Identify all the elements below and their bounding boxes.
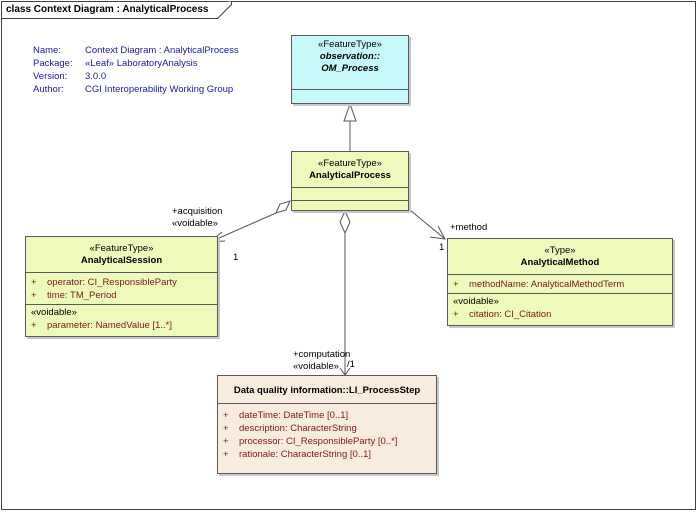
- class-attributes-section: [292, 187, 408, 200]
- voidable-stereotype-label: «voidable»: [31, 307, 77, 318]
- note-key: Author:: [33, 84, 64, 95]
- class-stereotype: «FeatureType»: [318, 158, 382, 169]
- diagram-notes: Name: Context Diagram : AnalyticalProcess…: [33, 44, 239, 96]
- class-analytical-process[interactable]: «FeatureType» AnalyticalProcess: [291, 151, 409, 211]
- class-operations-section: [292, 200, 408, 211]
- attribute-row: +operator: CI_ResponsibleParty: [31, 277, 177, 288]
- class-header: «FeatureType» observation:: OM_Process: [292, 36, 408, 89]
- generalization-arrowhead: [343, 102, 357, 122]
- note-row-author: Author: CGI Interoperability Working Grou…: [33, 83, 239, 96]
- attribute-row: +parameter: NamedValue [1..*]: [31, 320, 172, 331]
- class-header: «FeatureType» AnalyticalSession: [26, 237, 217, 272]
- note-key: Package:: [33, 58, 73, 69]
- method-role-label: +method: [450, 222, 488, 233]
- note-value: CGI Interoperability Working Group: [85, 84, 234, 95]
- diagram-title: class Context Diagram : AnalyticalProces…: [6, 4, 209, 15]
- class-name: AnalyticalSession: [80, 255, 163, 266]
- note-key: Version:: [33, 71, 68, 82]
- class-header: «FeatureType» AnalyticalProcess: [292, 152, 408, 187]
- computation-stereotype-label: «voidable»: [293, 361, 339, 372]
- class-header: «Type» AnalyticalMethod: [448, 239, 672, 274]
- computation-role-label: +computation: [293, 349, 351, 360]
- computation-aggregation-diamond: [339, 209, 351, 235]
- acquisition-stereotype-label: «voidable»: [172, 218, 218, 229]
- acquisition-multiplicity-label: 1: [233, 252, 239, 263]
- note-value: Context Diagram : AnalyticalProcess: [85, 45, 239, 56]
- class-voidable-section: «voidable» +parameter: NamedValue [1..*]: [26, 304, 217, 332]
- class-stereotype: «Type»: [544, 245, 576, 256]
- class-attributes-section: [292, 89, 408, 107]
- computation-multiplicity-label: /1: [347, 359, 355, 370]
- class-attributes-section: +operator: CI_ResponsibleParty +time: TM…: [26, 272, 217, 304]
- class-voidable-section: «voidable» +citation: CI_Citation: [448, 293, 672, 321]
- acquisition-aggregation-diamond: [275, 200, 291, 214]
- class-analytical-method[interactable]: «Type» AnalyticalMethod +methodName: Ana…: [447, 238, 673, 326]
- attribute-row: +rationale: CharacterString [0..1]: [223, 449, 372, 460]
- method-multiplicity-label: 1: [439, 242, 445, 253]
- voidable-stereotype-label: «voidable»: [453, 296, 499, 307]
- class-name: AnalyticalProcess: [309, 170, 391, 181]
- note-row-version: Version: 3.0.0: [33, 70, 239, 83]
- attribute-row: +methodName: AnalyticalMethodTerm: [453, 279, 625, 290]
- attribute-row: +dateTime: DateTime [0..1]: [223, 410, 349, 421]
- acquisition-role-label: +acquisition: [172, 206, 223, 217]
- class-name: AnalyticalMethod: [520, 257, 600, 268]
- note-row-name: Name: Context Diagram : AnalyticalProcess: [33, 44, 239, 57]
- class-om-process[interactable]: «FeatureType» observation:: OM_Process: [291, 35, 409, 104]
- class-li-process-step[interactable]: Data quality information::LI_ProcessStep…: [217, 375, 437, 474]
- attribute-row: +description: CharacterString: [223, 423, 357, 434]
- class-header: Data quality information::LI_ProcessStep: [218, 376, 436, 403]
- attribute-row: +time: TM_Period: [31, 290, 117, 301]
- acquisition-line: [209, 212, 277, 243]
- class-name-namespace: observation::: [319, 51, 381, 62]
- note-key: Name:: [33, 45, 61, 56]
- class-stereotype: «FeatureType»: [318, 39, 382, 50]
- attribute-row: +processor: CI_ResponsibleParty [0..*]: [223, 436, 398, 447]
- method-arrowhead: [429, 225, 446, 240]
- class-attributes-section: +methodName: AnalyticalMethodTerm: [448, 274, 672, 293]
- attribute-row: +citation: CI_Citation: [453, 309, 552, 320]
- method-line: [409, 209, 446, 240]
- note-value: «Leaf» LaboratoryAnalysis: [85, 58, 198, 69]
- class-name: Data quality information::LI_ProcessStep: [233, 385, 421, 396]
- class-attributes-section: +dateTime: DateTime [0..1] +description:…: [218, 403, 436, 461]
- class-name: OM_Process: [321, 63, 379, 74]
- class-analytical-session[interactable]: «FeatureType» AnalyticalSession +operato…: [25, 236, 218, 337]
- class-stereotype: «FeatureType»: [89, 243, 154, 254]
- note-value: 3.0.0: [85, 71, 107, 82]
- note-row-package: Package: «Leaf» LaboratoryAnalysis: [33, 57, 239, 70]
- frame-tab-shape: [1, 1, 232, 19]
